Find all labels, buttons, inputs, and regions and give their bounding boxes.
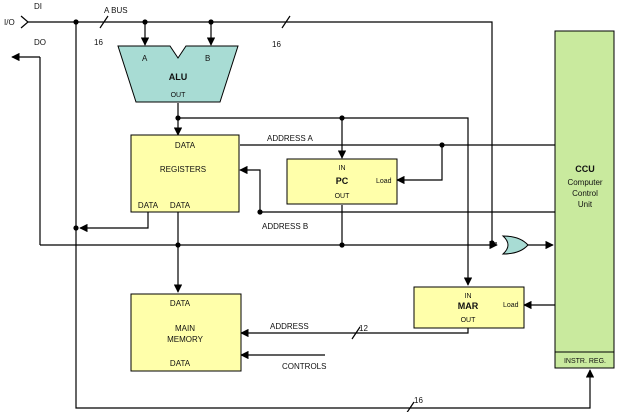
a-bus-wire <box>28 21 493 243</box>
ccu-block <box>554 30 615 369</box>
address-b-label: ADDRESS B <box>262 222 308 231</box>
memory-data-bottom-label: DATA <box>170 359 191 368</box>
alu-to-mar-wire <box>178 117 473 286</box>
address-width-label: 12 <box>359 324 368 333</box>
alu-title: ALU <box>169 72 188 82</box>
registers-data-top-label: DATA <box>175 141 196 150</box>
pc-block <box>286 158 398 205</box>
pc-out-label: OUT <box>335 193 351 200</box>
controls-label: CONTROLS <box>282 362 326 371</box>
mar-address-wire <box>240 328 469 338</box>
mar-block <box>413 286 525 329</box>
pc-in-label: IN <box>339 165 346 172</box>
memory-title-line1: MAIN <box>175 324 195 333</box>
do-label: DO <box>34 38 46 47</box>
bottom-bus-width-slash <box>406 401 415 412</box>
alu-block <box>117 45 239 103</box>
wires <box>11 15 595 412</box>
registers-data-bottom-left-label: DATA <box>138 201 159 210</box>
mar-out-label: OUT <box>461 317 477 324</box>
registers-block <box>130 134 240 213</box>
labels: I/O DI DO A BUS 16 16 16 12 A B ALU OUT … <box>4 2 606 405</box>
alu-out-label: OUT <box>171 92 187 99</box>
right-bus-width-slash <box>281 15 291 29</box>
pc-load-wire <box>396 145 443 185</box>
ccu-line3: Unit <box>578 200 593 209</box>
registers-data-bottom-right-label: DATA <box>170 201 191 210</box>
address-a-label: ADDRESS A <box>267 134 313 143</box>
mar-in-label: IN <box>465 293 472 300</box>
address-width-slash <box>351 326 361 340</box>
a-bus-width-slash <box>99 15 109 29</box>
a-bus-label: A BUS <box>104 6 128 15</box>
memory-title-line2: MEMORY <box>167 335 204 344</box>
or-gate <box>501 235 529 255</box>
registers-title: REGISTERS <box>160 165 206 174</box>
io-label: I/O <box>4 18 15 27</box>
alu-input-a-label: A <box>142 54 148 63</box>
pc-load-label: Load <box>376 178 392 185</box>
address-label: ADDRESS <box>270 322 309 331</box>
ccu-line2: Control <box>572 189 598 198</box>
registers-data-left-wire <box>79 212 149 233</box>
ccu-line1: Computer <box>567 178 602 187</box>
bottom-bus-width-label: 16 <box>414 396 423 405</box>
mar-load-label: Load <box>503 302 519 309</box>
main-memory-block <box>130 293 242 372</box>
a-bus-width-label: 16 <box>94 38 103 47</box>
memory-data-top-label: DATA <box>170 299 191 308</box>
ccu-title: CCU <box>575 164 595 174</box>
junction-dots <box>73 19 495 248</box>
instruction-bus-wire <box>75 22 595 409</box>
di-label: DI <box>34 2 42 11</box>
right-bus-width-label: 16 <box>272 40 281 49</box>
instr-reg-label: INSTR. REG. <box>564 358 606 365</box>
alu-input-b-label: B <box>205 54 210 63</box>
mar-title: MAR <box>458 301 479 311</box>
io-chevron <box>20 15 29 29</box>
pc-title: PC <box>336 176 349 186</box>
registers-feedback-wire <box>239 165 261 212</box>
